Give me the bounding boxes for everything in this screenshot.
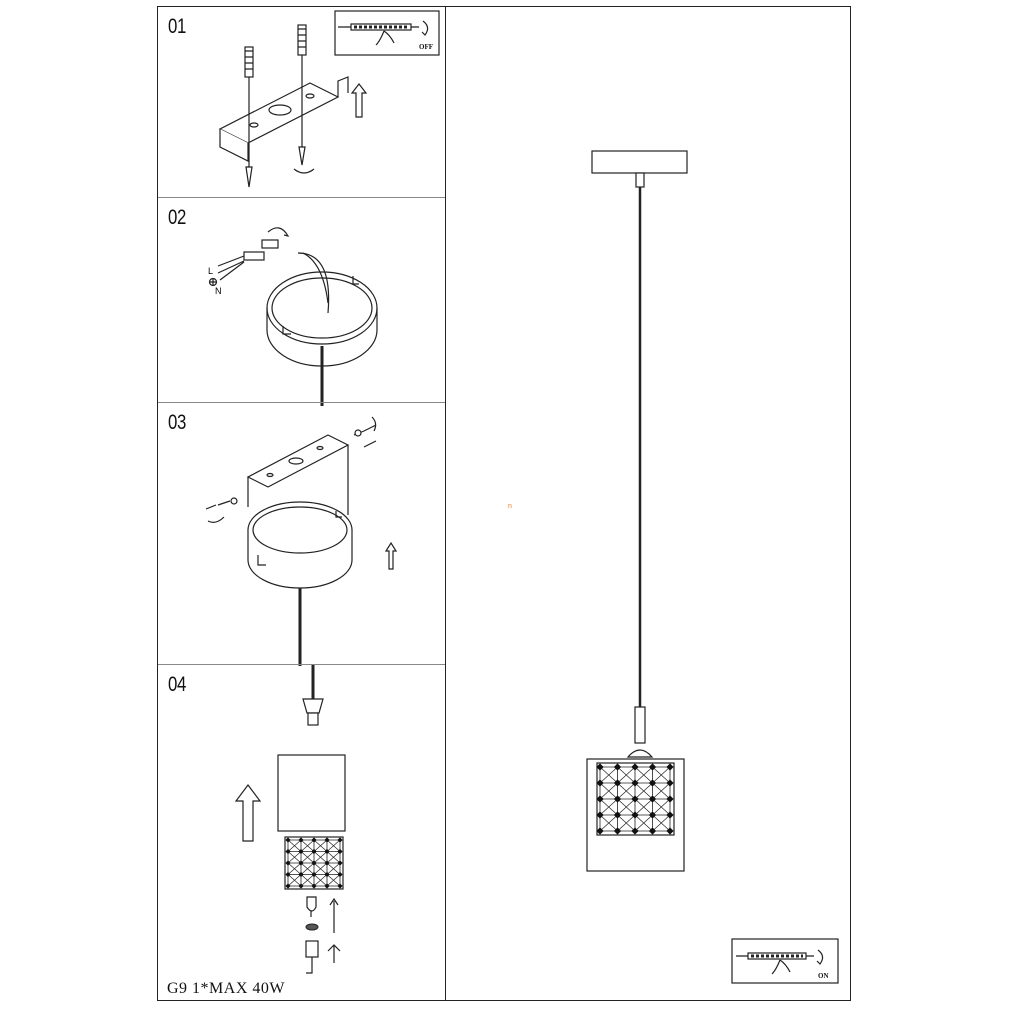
mounting-bracket-icon bbox=[218, 76, 349, 162]
step-04-illustration bbox=[234, 665, 346, 974]
step-03: 03 bbox=[158, 402, 445, 666]
step-01-illustration: OFF bbox=[218, 10, 440, 188]
step-number: 03 bbox=[168, 411, 186, 434]
arrow-up-icon bbox=[384, 541, 398, 570]
g9-bulb-icon bbox=[306, 896, 317, 917]
arrow-up-icon bbox=[329, 897, 339, 933]
ceiling-canopy-icon bbox=[591, 150, 688, 174]
svg-text:ON: ON bbox=[818, 972, 829, 980]
assembled-pendant-illustration: n ON bbox=[508, 150, 839, 984]
step-number: 04 bbox=[168, 673, 186, 696]
step-number: 01 bbox=[168, 15, 186, 38]
step-02-illustration: L N bbox=[208, 227, 378, 406]
step-01: 01 OFF bbox=[158, 7, 445, 197]
svg-text:OFF: OFF bbox=[419, 43, 433, 51]
arrow-up-icon bbox=[234, 784, 262, 842]
neutral-wire-label: N bbox=[215, 286, 222, 296]
power-switch-off-icon: OFF bbox=[334, 10, 440, 56]
ground-icon bbox=[208, 277, 218, 287]
instruction-sheet: 01 OFF bbox=[157, 6, 851, 1001]
steps-column: 01 OFF bbox=[158, 7, 446, 1000]
wires-icon bbox=[217, 227, 330, 314]
crystal-grid-icon bbox=[284, 836, 344, 890]
lamp-holder-icon bbox=[302, 665, 324, 726]
crystal-grid-icon bbox=[596, 762, 675, 836]
end-cap-icon bbox=[305, 940, 341, 974]
mounting-bracket-icon bbox=[246, 434, 350, 515]
wall-plug-icon bbox=[244, 24, 315, 188]
mark-label: n bbox=[508, 503, 512, 510]
washer-icon bbox=[305, 923, 319, 931]
live-wire-label: L bbox=[208, 266, 213, 276]
power-switch-on-icon: ON bbox=[731, 938, 839, 984]
step-number: 02 bbox=[168, 206, 186, 229]
canopy-ring-icon bbox=[266, 271, 378, 406]
canopy-ring-icon bbox=[247, 501, 353, 666]
step-02: 02 bbox=[158, 197, 445, 406]
glass-shade-icon bbox=[277, 754, 346, 832]
screw-icon bbox=[205, 416, 377, 523]
step-04: 04 bbox=[158, 664, 445, 1002]
step-03-illustration bbox=[205, 416, 398, 666]
arrow-up-icon bbox=[350, 83, 368, 118]
bulb-spec-label: G9 1*MAX 40W bbox=[167, 980, 285, 997]
